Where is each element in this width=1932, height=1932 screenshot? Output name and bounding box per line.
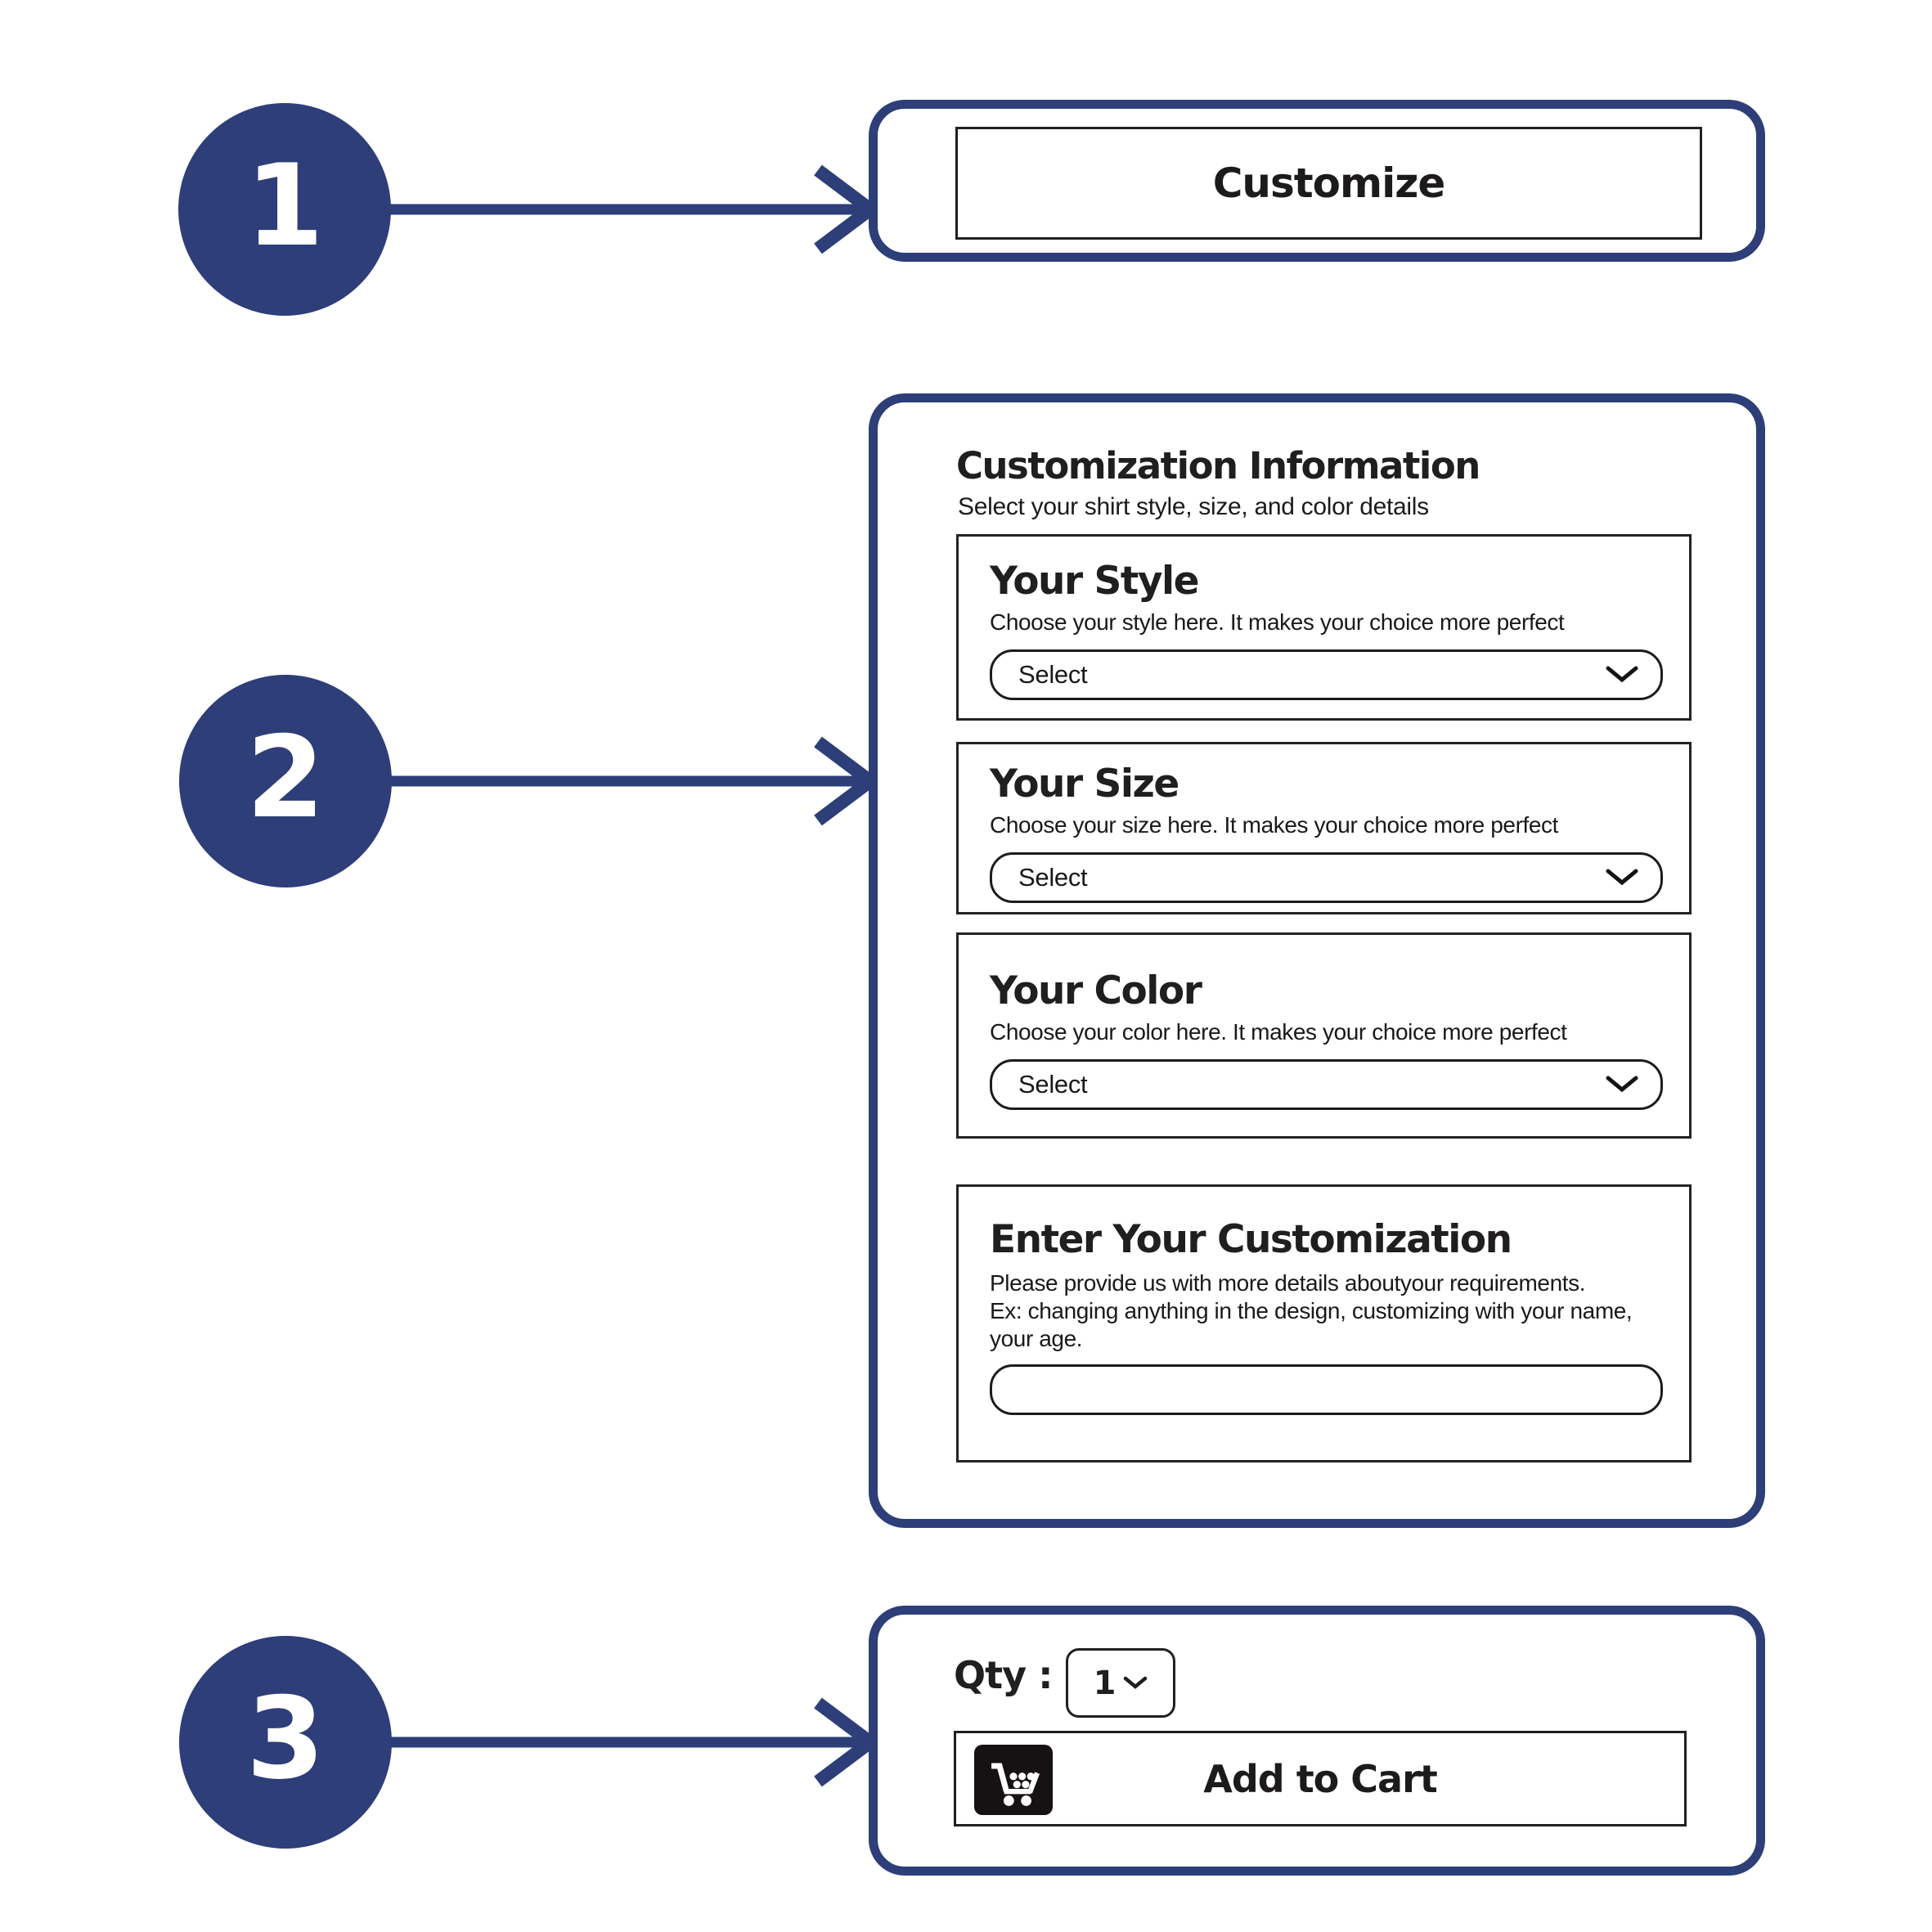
- purchase-panel: Qty : 1: [869, 1606, 1765, 1876]
- your-color-heading: Your Color: [990, 968, 1202, 1013]
- panel-title: Customization Information: [956, 444, 1480, 487]
- panel-subtitle: Select your shirt style, size, and color…: [958, 493, 1429, 520]
- chevron-down-icon: [1124, 1676, 1148, 1689]
- size-select[interactable]: Select: [990, 851, 1663, 903]
- customization-info-panel: Customization Information Select your sh…: [869, 393, 1765, 1528]
- customize-panel: Customize: [869, 100, 1765, 262]
- qty-select-value: 1: [1093, 1664, 1117, 1702]
- customize-button-label: Customize: [1212, 160, 1446, 207]
- step-1-badge: 1: [178, 103, 391, 316]
- your-style-section: Your Style Choose your style here. It ma…: [956, 534, 1692, 721]
- enter-customization-section: Enter Your Customization Please provide …: [956, 1184, 1692, 1462]
- enter-customization-heading: Enter Your Customization: [990, 1217, 1512, 1262]
- add-to-cart-label: Add to Cart: [1203, 1756, 1438, 1801]
- size-select-value: Select: [1018, 862, 1088, 892]
- arrow-step-2: [384, 736, 874, 826]
- step-1-number: 1: [245, 140, 325, 272]
- chevron-down-icon: [1606, 1076, 1638, 1092]
- customization-description-line: Ex: changing anything in the design, cus…: [990, 1297, 1633, 1323]
- your-size-section: Your Size Choose your size here. It make…: [956, 742, 1692, 914]
- your-size-description: Choose your size here. It makes your cho…: [990, 811, 1559, 838]
- step-3-number: 3: [245, 1673, 326, 1804]
- cart-icon: [974, 1745, 1053, 1815]
- step-2-badge: 2: [179, 675, 392, 887]
- chevron-down-icon: [1606, 666, 1638, 682]
- arrow-step-3: [384, 1697, 874, 1787]
- your-style-heading: Your Style: [990, 559, 1199, 604]
- add-to-cart-button[interactable]: Add to Cart: [954, 1731, 1687, 1826]
- chevron-down-icon: [1606, 869, 1638, 885]
- customize-button[interactable]: Customize: [955, 127, 1702, 240]
- customization-description-line: your age.: [990, 1325, 1083, 1351]
- your-color-section: Your Color Choose your color here. It ma…: [956, 932, 1692, 1139]
- your-style-description: Choose your style here. It makes your ch…: [990, 609, 1565, 635]
- style-select[interactable]: Select: [990, 649, 1663, 700]
- customization-description-line: Please provide us with more details abou…: [990, 1269, 1586, 1296]
- arrow-step-1: [384, 164, 874, 254]
- qty-select[interactable]: 1: [1066, 1648, 1175, 1718]
- color-select[interactable]: Select: [990, 1058, 1663, 1110]
- color-select-value: Select: [1018, 1069, 1088, 1099]
- qty-label: Qty :: [954, 1653, 1053, 1697]
- your-size-heading: Your Size: [990, 762, 1179, 806]
- customization-text-input[interactable]: [990, 1364, 1663, 1415]
- your-color-description: Choose your color here. It makes your ch…: [990, 1018, 1567, 1045]
- step-3-badge: 3: [179, 1636, 392, 1849]
- style-select-value: Select: [1018, 659, 1088, 689]
- step-2-number: 2: [245, 712, 326, 843]
